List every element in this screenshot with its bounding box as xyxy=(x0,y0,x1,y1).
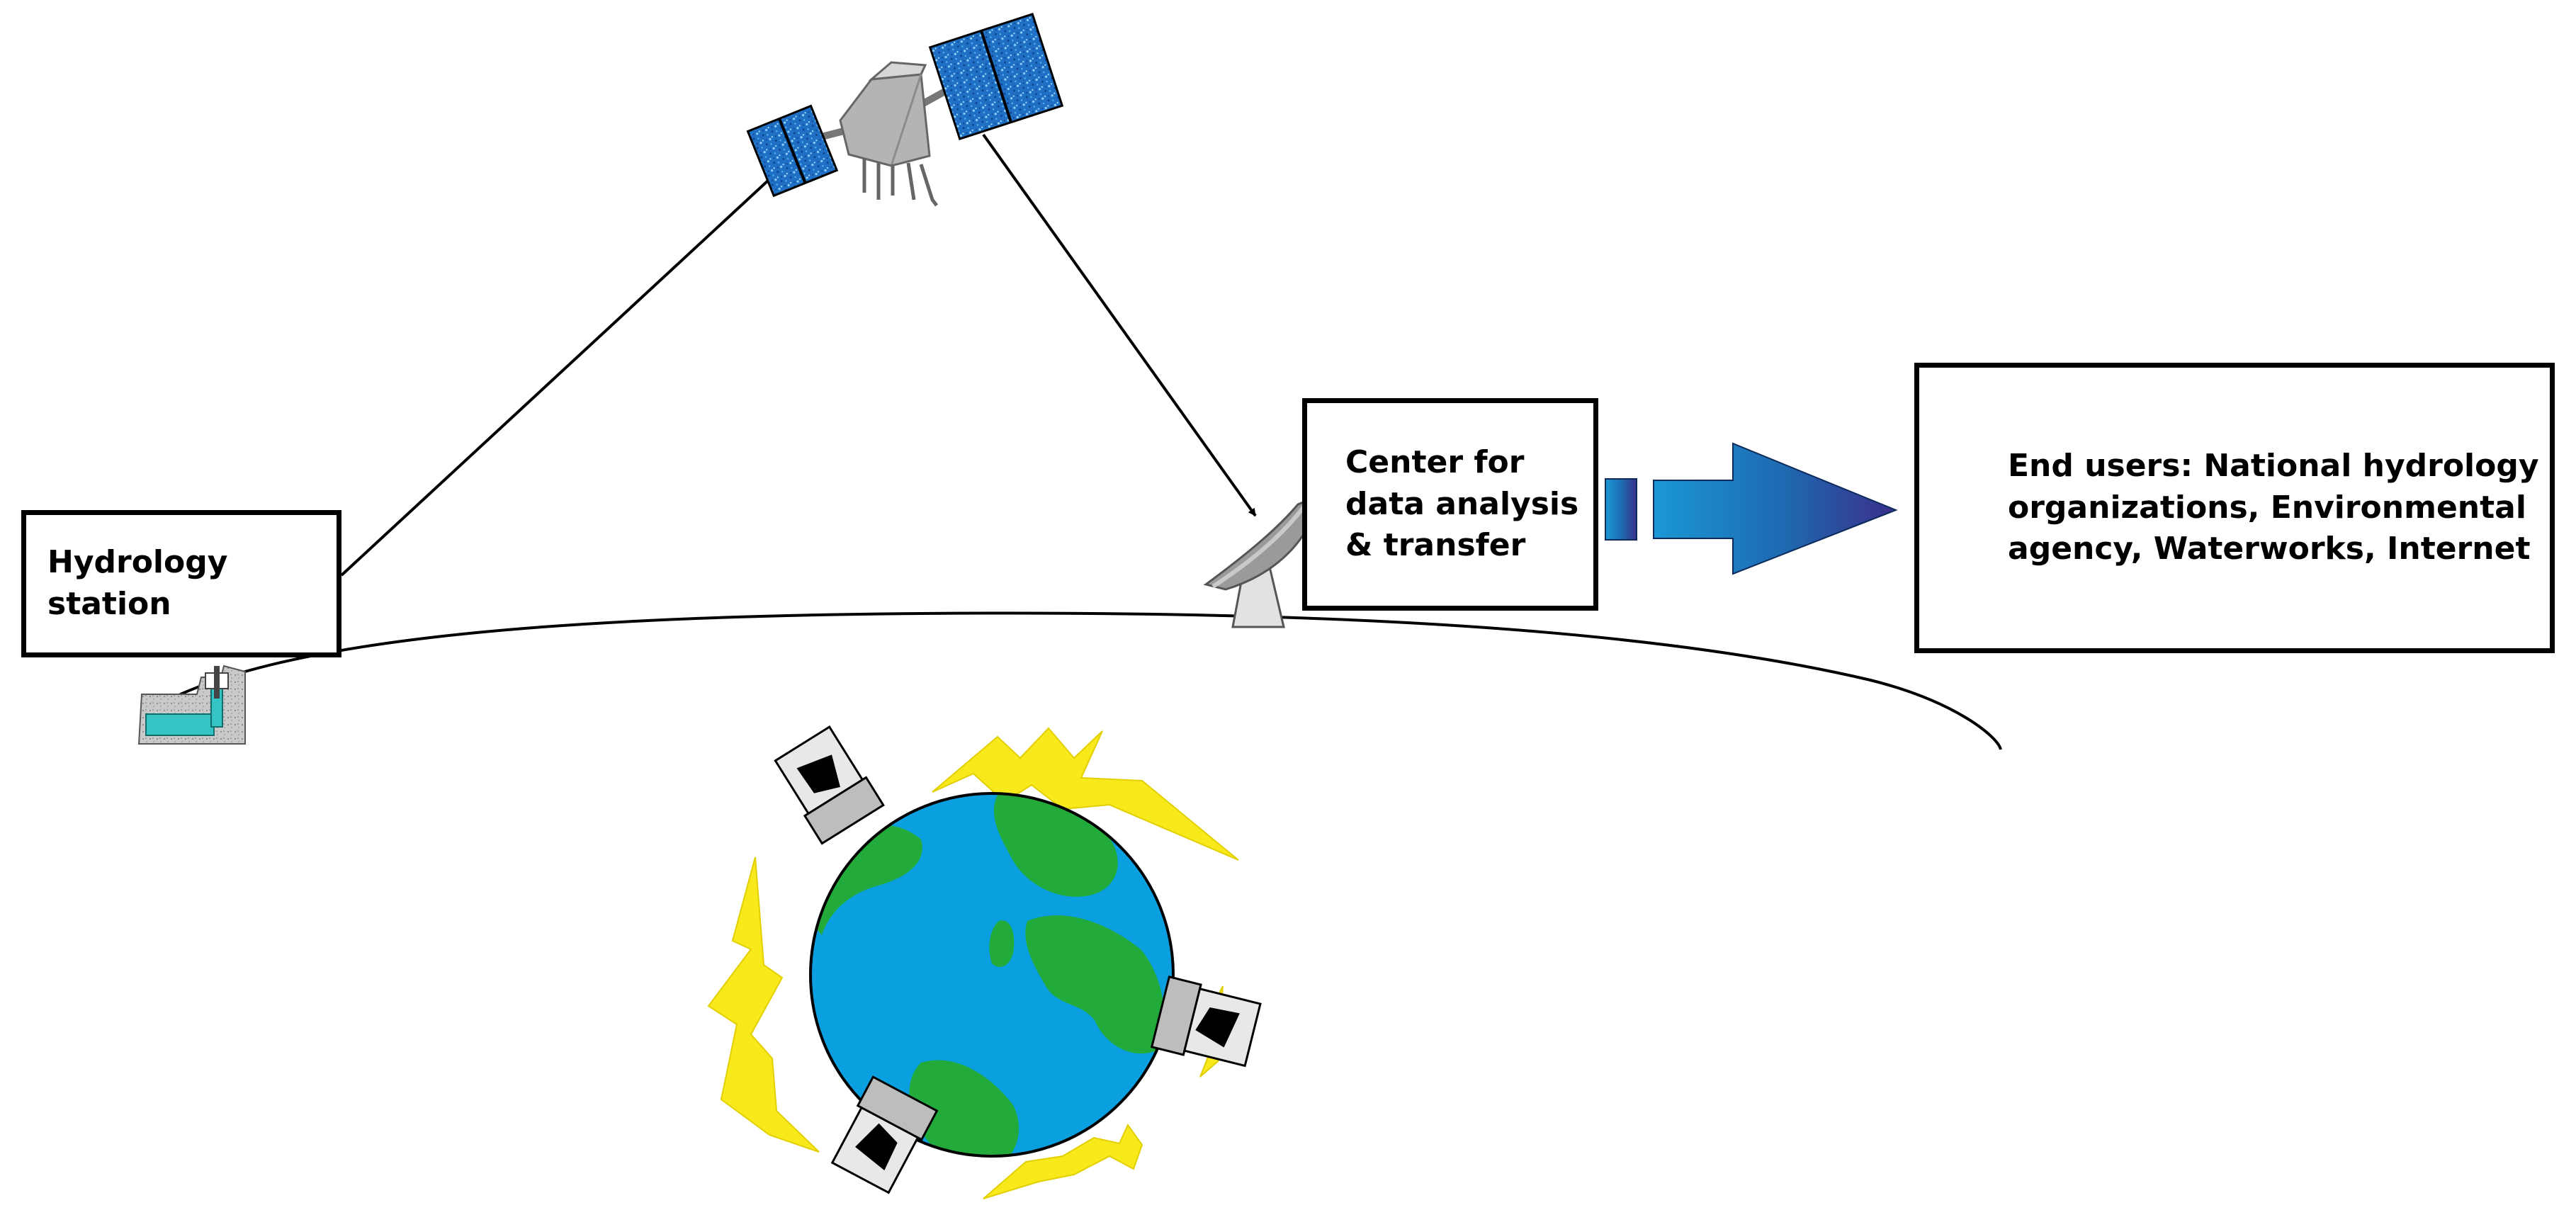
end-users-box: End users: National hydrology organizati… xyxy=(1914,363,2555,653)
satellite-icon xyxy=(746,12,1064,207)
lightning-bolt-icon xyxy=(707,727,1239,1199)
block-arrow xyxy=(1605,442,1898,575)
dish-antenna-icon xyxy=(1203,494,1319,628)
globe-icon xyxy=(809,792,1175,1158)
hydrology-station-label: Hydrology station xyxy=(47,544,228,622)
data-center-box: Center for data analysis & transfer xyxy=(1302,398,1598,611)
data-center-label: Center for data analysis & transfer xyxy=(1345,444,1579,564)
end-users-label: End users: National hydrology organizati… xyxy=(2008,448,2539,567)
uplink-arrow xyxy=(340,170,779,577)
hydrology-station-box: Hydrology station xyxy=(21,510,341,657)
hydrology-gauge-icon xyxy=(137,665,246,745)
earth-horizon-curve xyxy=(140,611,2002,750)
downlink-arrow xyxy=(982,133,1257,517)
